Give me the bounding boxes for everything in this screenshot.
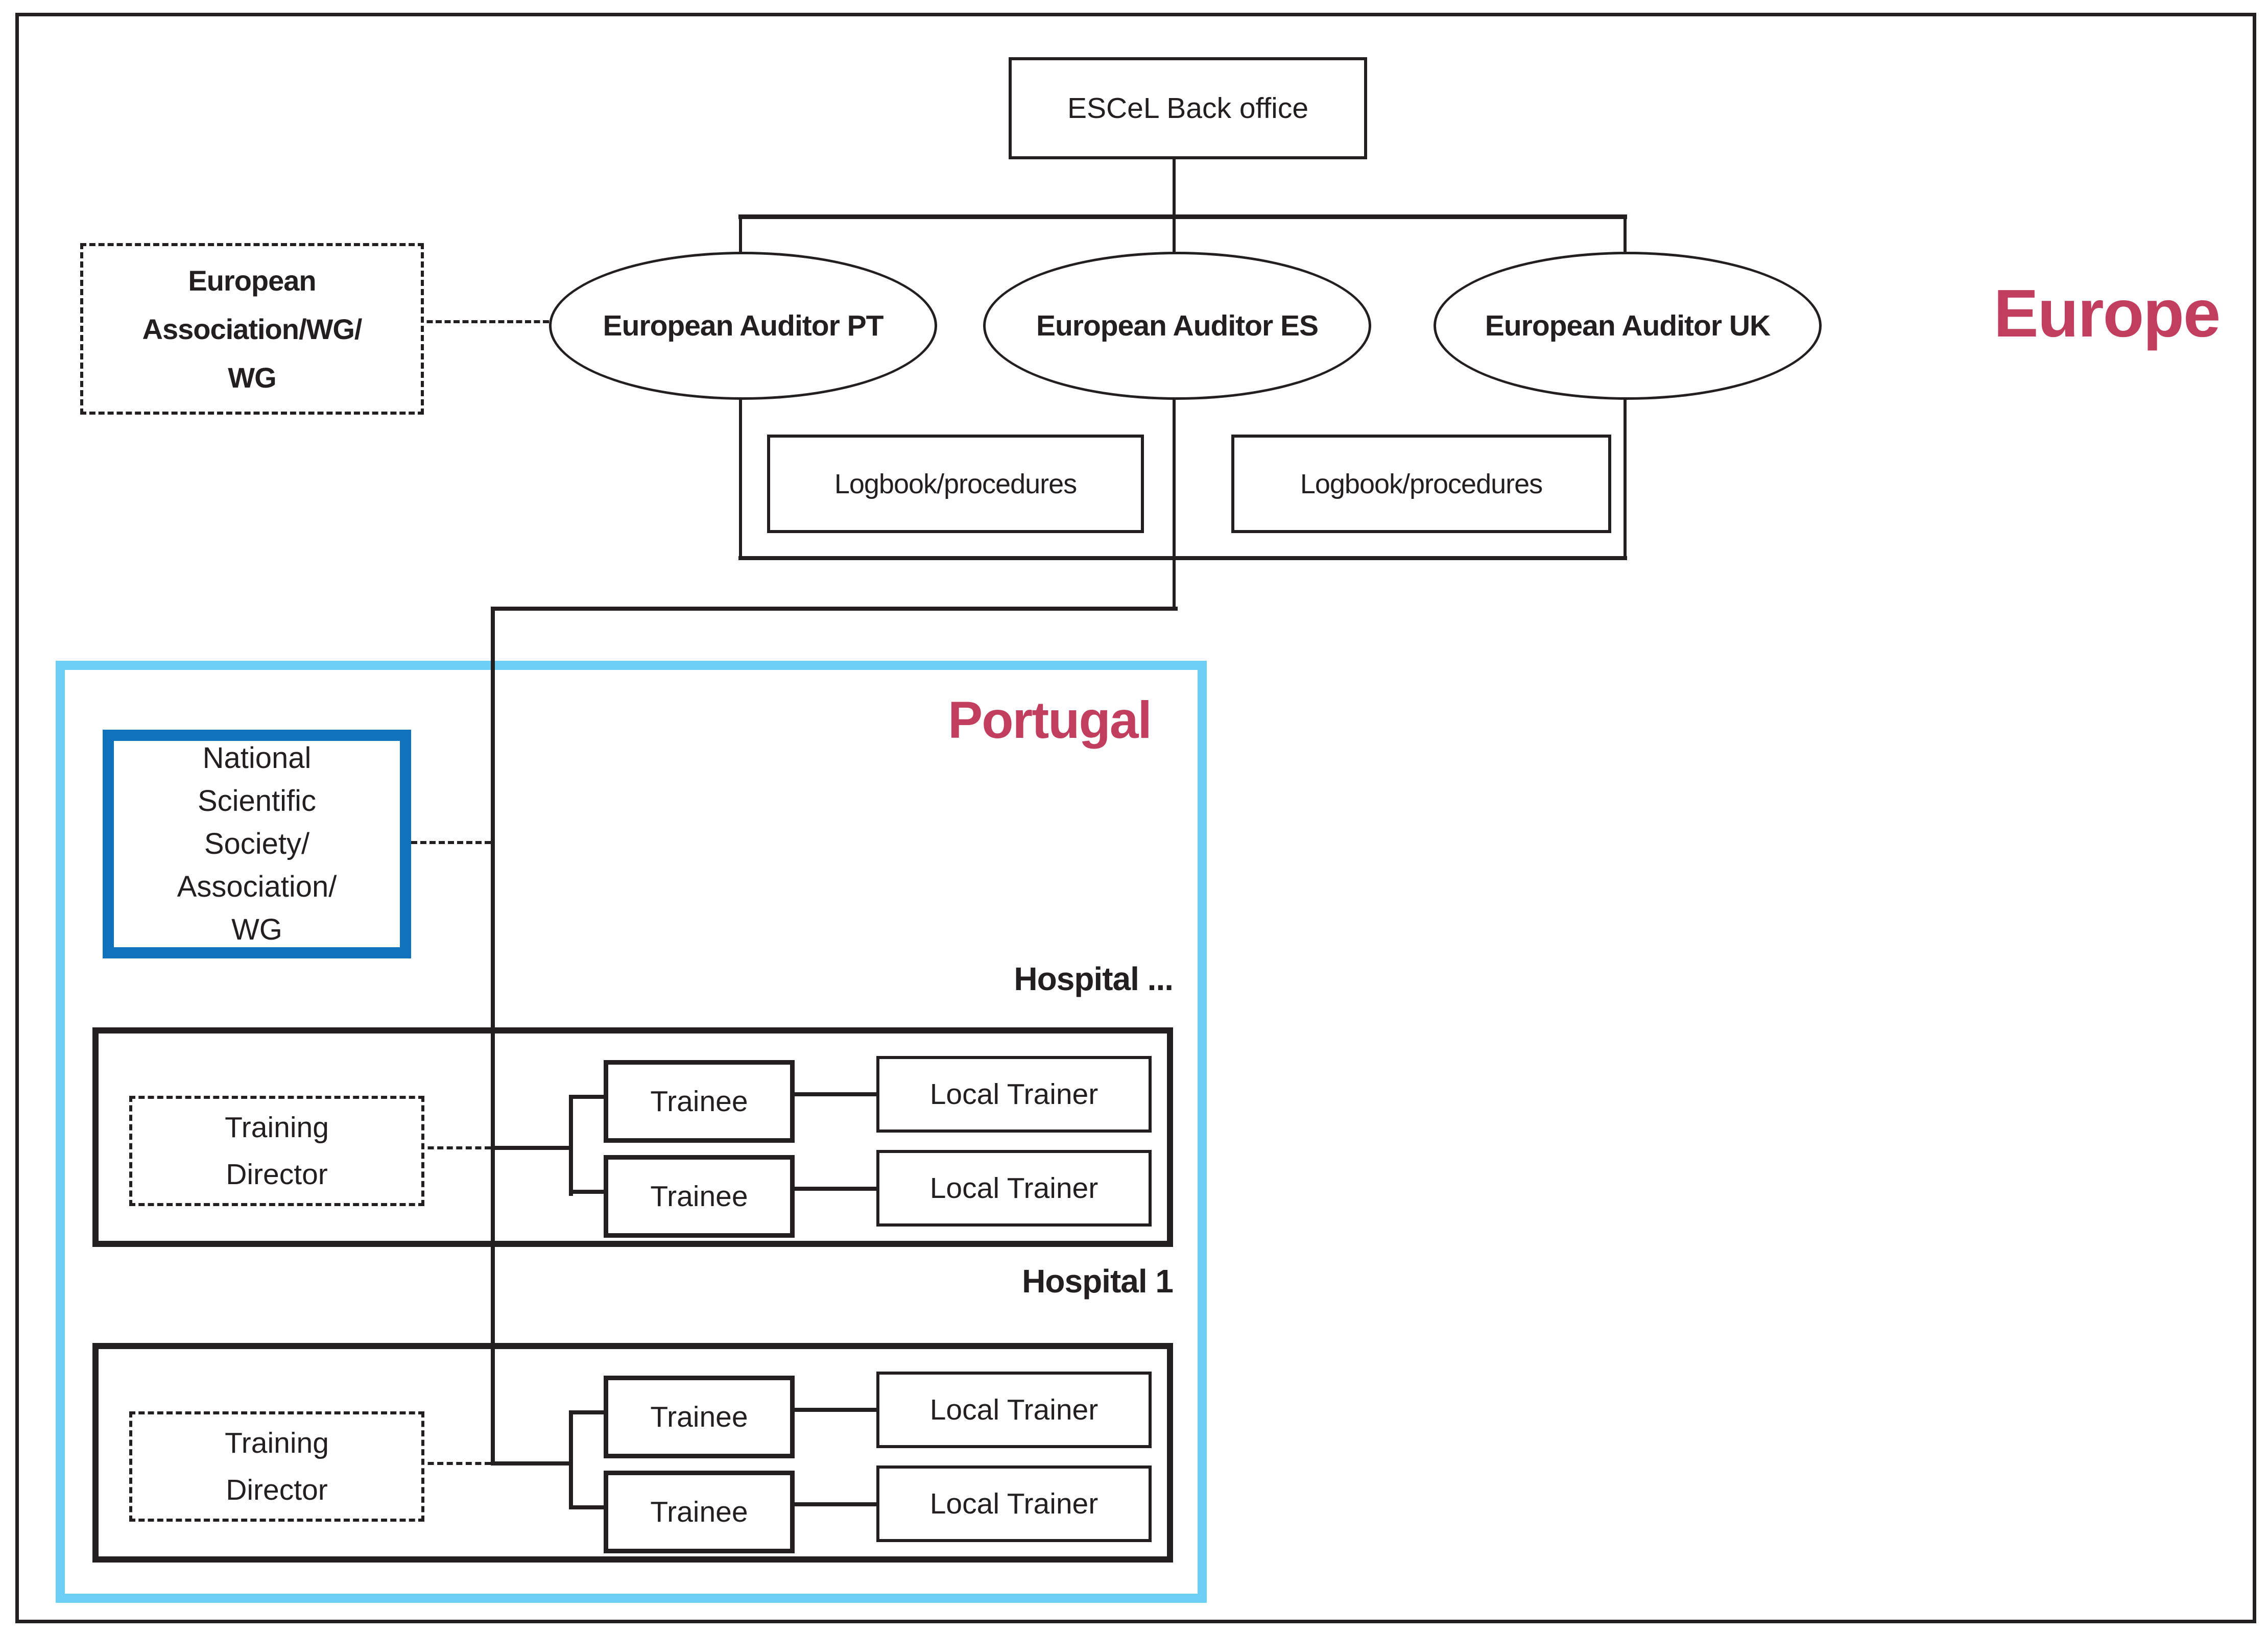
trainee-box-1b: Trainee xyxy=(604,1155,795,1238)
national-society-line2: Scientific xyxy=(197,784,317,818)
european-auditor-uk-label: European Auditor UK xyxy=(1485,309,1771,342)
training-director2-line1: Training xyxy=(225,1427,329,1459)
connector-trainee2b-trainer xyxy=(785,1502,876,1506)
european-auditor-es-ellipse: European Auditor ES xyxy=(983,252,1371,400)
connector-bus-to-pt xyxy=(739,217,742,255)
european-auditor-pt-label: European Auditor PT xyxy=(603,309,884,342)
connector-dashed-director1 xyxy=(418,1146,491,1149)
training-director1-line1: Training xyxy=(225,1111,329,1144)
european-auditor-es-label: European Auditor ES xyxy=(1036,309,1319,342)
national-society-line5: WG xyxy=(231,913,282,946)
training-director-box-2: Training Director xyxy=(129,1411,424,1522)
connector-bracket1-stub-bottom xyxy=(569,1190,604,1194)
connector-bracket2-stub-top xyxy=(569,1410,604,1414)
connector-dashed-director2 xyxy=(418,1462,491,1465)
connector-bus-to-uk xyxy=(1624,217,1627,255)
connector-bracket1-stub-top xyxy=(569,1095,604,1099)
european-association-line1: European xyxy=(188,264,316,297)
connector-trainee1b-trainer xyxy=(785,1187,876,1191)
logbook-box-2: Logbook/procedures xyxy=(1231,435,1611,533)
portugal-region-box xyxy=(56,661,1207,1603)
connector-branch1 xyxy=(491,1146,573,1150)
connector-pt-down xyxy=(739,395,742,559)
local-trainer-box-2b: Local Trainer xyxy=(876,1465,1152,1542)
trainee-box-2a: Trainee xyxy=(604,1376,795,1458)
national-society-line1: National xyxy=(202,741,312,775)
connector-branch2 xyxy=(491,1461,573,1465)
national-society-line3: Society/ xyxy=(204,827,310,860)
connector-uk-down xyxy=(1624,395,1627,559)
connector-bracket2 xyxy=(569,1410,573,1509)
connector-escel-to-es xyxy=(1173,153,1176,253)
connector-long-vertical xyxy=(491,607,495,1465)
connector-dashed-association-to-pt xyxy=(418,320,549,323)
training-director1-line2: Director xyxy=(226,1158,328,1191)
logbook-box-1: Logbook/procedures xyxy=(767,435,1144,533)
european-auditor-pt-ellipse: European Auditor PT xyxy=(549,252,937,400)
escel-back-office-label: ESCeL Back office xyxy=(1067,92,1309,125)
connector-trainee2a-trainer xyxy=(785,1408,876,1412)
connector-bracket2-stub-bottom xyxy=(569,1505,604,1509)
hospital-1-box xyxy=(92,1343,1173,1563)
hospital-1-label: Hospital 1 xyxy=(1022,1263,1174,1300)
european-auditor-uk-ellipse: European Auditor UK xyxy=(1434,252,1822,400)
trainee-box-2b: Trainee xyxy=(604,1471,795,1553)
connector-bracket1 xyxy=(569,1095,573,1196)
outer-border xyxy=(15,13,2256,1623)
local-trainer-box-1a: Local Trainer xyxy=(876,1056,1152,1133)
escel-back-office-box: ESCeL Back office xyxy=(1009,57,1367,159)
local-trainer-box-2a: Local Trainer xyxy=(876,1372,1152,1448)
hospital-dots-box xyxy=(92,1027,1173,1247)
connector-es-down xyxy=(1173,392,1176,611)
trainee-box-1a: Trainee xyxy=(604,1060,795,1143)
training-director-box-1: Training Director xyxy=(129,1096,424,1206)
connector-bus xyxy=(738,214,1627,219)
european-association-box: European Association/WG/ WG xyxy=(80,243,424,415)
connector-elbow-horizontal xyxy=(491,607,1178,611)
connector-trainee1a-trainer xyxy=(785,1092,876,1096)
connector-dashed-national-to-vertical xyxy=(411,841,491,844)
training-director2-line2: Director xyxy=(226,1474,328,1506)
europe-region-label: Europe xyxy=(1993,275,2221,351)
hospital-dots-label: Hospital ... xyxy=(1014,960,1174,997)
national-society-line4: Association/ xyxy=(177,870,337,903)
logbook-label-1: Logbook/procedures xyxy=(834,468,1077,499)
portugal-region-label: Portugal xyxy=(948,690,1152,749)
logbook-label-2: Logbook/procedures xyxy=(1300,468,1543,499)
connector-logbook-rail xyxy=(738,556,1627,560)
european-association-line2: Association/WG/ xyxy=(142,313,363,345)
local-trainer-box-1b: Local Trainer xyxy=(876,1150,1152,1227)
european-association-line3: WG xyxy=(228,361,276,394)
national-society-box: National Scientific Society/ Association… xyxy=(103,730,411,958)
